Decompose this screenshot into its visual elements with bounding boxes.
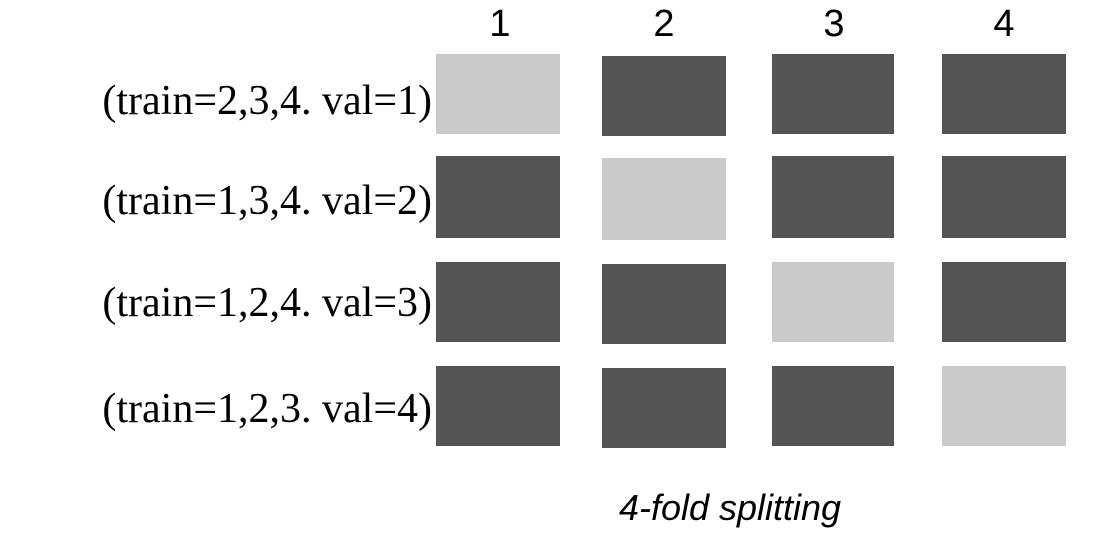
- fold-cell-train: [602, 264, 726, 344]
- fold-cell-train: [602, 56, 726, 136]
- fold-cell-val: [602, 158, 726, 240]
- row-label-1: (train=2,3,4. val=1): [102, 78, 432, 124]
- fold-cell-train: [942, 156, 1066, 238]
- fold-cell-train: [436, 366, 560, 446]
- fold-cell-train: [436, 156, 560, 238]
- row-label-3: (train=1,2,4. val=3): [102, 280, 432, 326]
- diagram-caption: 4-fold splitting: [618, 487, 842, 528]
- fold-cell-val: [942, 366, 1066, 446]
- fold-cell-train: [772, 54, 894, 134]
- fold-cell-train: [942, 262, 1066, 342]
- column-header-2: 2: [653, 3, 675, 45]
- row-label-4: (train=1,2,3. val=4): [102, 386, 432, 432]
- fold-cell-train: [436, 262, 560, 342]
- fold-cell-val: [772, 262, 894, 342]
- row-label-2: (train=1,3,4. val=2): [102, 178, 432, 224]
- fold-cell-val: [436, 54, 560, 134]
- column-header-1: 1: [489, 3, 511, 45]
- fold-cell-train: [772, 156, 894, 238]
- column-header-3: 3: [823, 3, 845, 45]
- fold-cell-train: [942, 54, 1066, 134]
- fold-cell-train: [602, 368, 726, 448]
- column-header-4: 4: [993, 3, 1015, 45]
- fold-cell-train: [772, 366, 894, 446]
